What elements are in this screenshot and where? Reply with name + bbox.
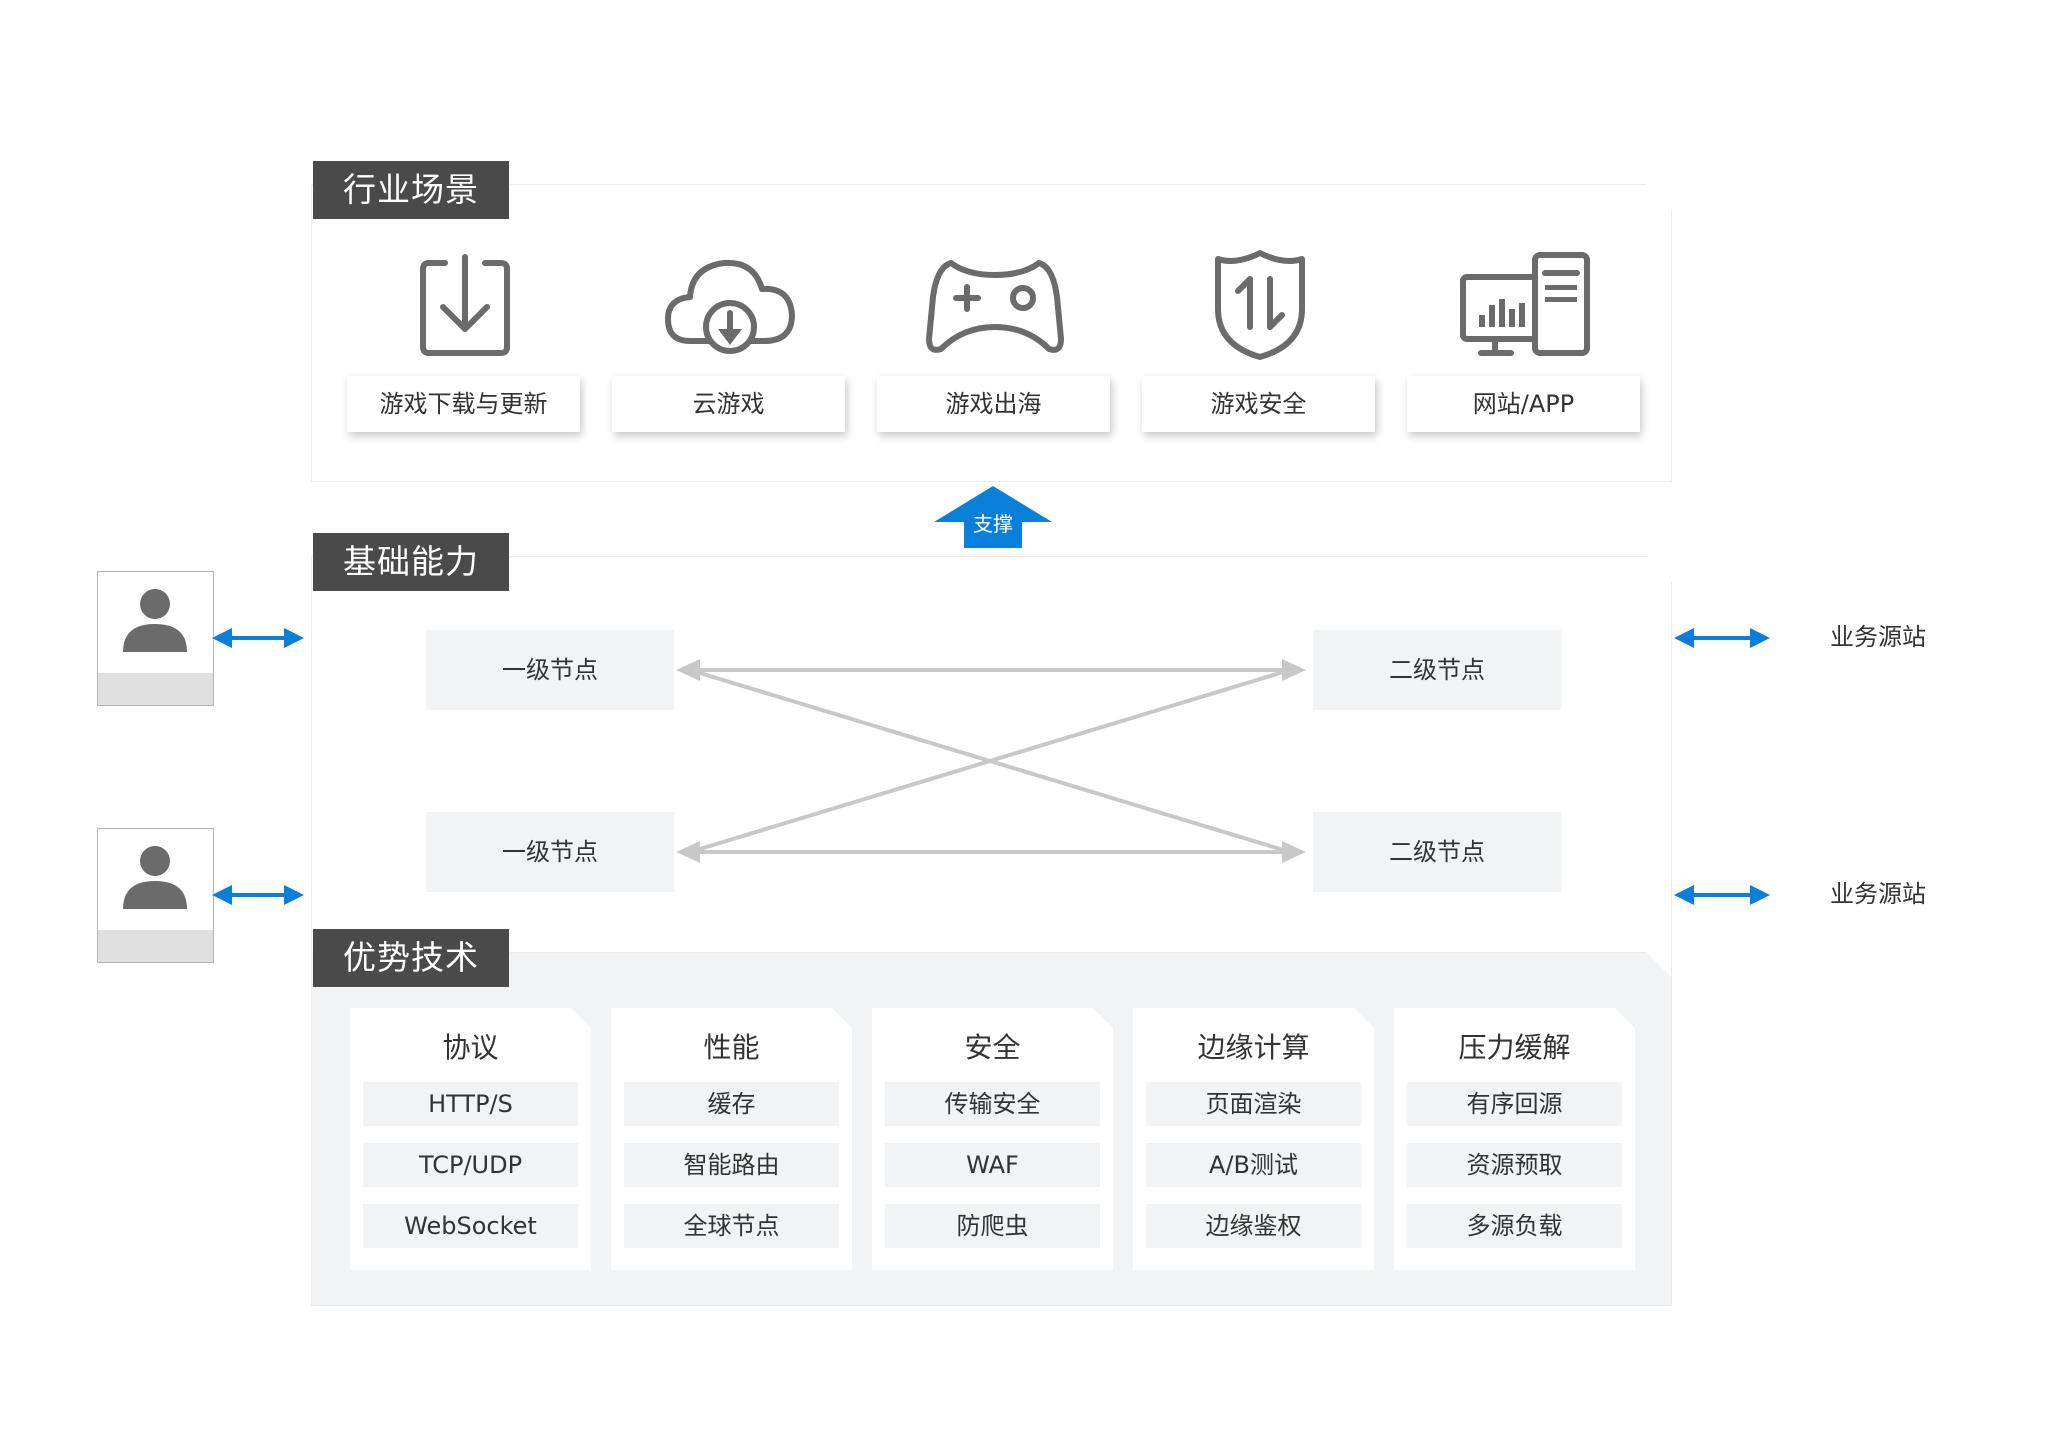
shield-icon (1215, 250, 1305, 360)
tech-title: 边缘计算 (1197, 1031, 1310, 1064)
tech-item: 智能路由 (624, 1143, 839, 1187)
capabilities-panel (311, 556, 1672, 978)
tech-title: 性能 (703, 1031, 760, 1064)
gamepad-icon (926, 260, 1064, 353)
tech-title: 压力缓解 (1458, 1031, 1571, 1064)
scenario-label-security: 游戏安全 (1142, 376, 1375, 432)
level2-node-bottom: 二级节点 (1313, 812, 1561, 892)
tech-card-pressure-relief: 压力缓解 有序回源 资源预取 多源负载 (1394, 1008, 1635, 1270)
tech-card-performance: 性能 缓存 智能路由 全球节点 (611, 1008, 852, 1270)
tech-item: HTTP/S (363, 1082, 578, 1126)
tech-card-edge-computing: 边缘计算 页面渲染 A/B测试 边缘鉴权 (1133, 1008, 1374, 1270)
support-arrow (934, 486, 1052, 548)
tech-card-protocol: 协议 HTTP/S TCP/UDP WebSocket (350, 1008, 591, 1270)
level2-node-top: 二级节点 (1313, 630, 1561, 710)
scenario-label-website-app: 网站/APP (1407, 376, 1640, 432)
tech-item: WebSocket (363, 1204, 578, 1248)
user-icon (123, 589, 187, 652)
scenarios-panel (311, 184, 1672, 482)
tech-item: 页面渲染 (1146, 1082, 1361, 1126)
origin-server-bottom: 业务源站 (1779, 845, 1977, 943)
scenario-label-overseas: 游戏出海 (877, 376, 1110, 432)
tech-item: 多源负载 (1407, 1204, 1622, 1248)
tech-item: 缓存 (624, 1082, 839, 1126)
tech-card-security: 安全 传输安全 WAF 防爬虫 (872, 1008, 1113, 1270)
level1-node-bottom: 一级节点 (426, 812, 674, 892)
website-app-icon (1460, 252, 1590, 356)
section-tag-capabilities: 基础能力 (313, 533, 509, 591)
tech-item: TCP/UDP (363, 1143, 578, 1187)
download-icon (420, 254, 510, 356)
tech-item: WAF (885, 1143, 1100, 1187)
scenario-label-cloud-gaming: 云游戏 (612, 376, 845, 432)
origin-server-top: 业务源站 (1779, 588, 1977, 686)
user-foot (98, 673, 213, 705)
tech-item: 有序回源 (1407, 1082, 1622, 1126)
section-tag-scenarios: 行业场景 (313, 161, 509, 219)
user-top (97, 571, 214, 706)
section-tag-technology: 优势技术 (313, 929, 509, 987)
support-label: 支撑 (973, 512, 1013, 536)
level1-node-top: 一级节点 (426, 630, 674, 710)
tech-item: 边缘鉴权 (1146, 1204, 1361, 1248)
tech-title: 协议 (442, 1031, 499, 1064)
tech-item: 传输安全 (885, 1082, 1100, 1126)
scenario-label-download: 游戏下载与更新 (347, 376, 580, 432)
cloud-download-icon (665, 259, 795, 354)
user-bottom (97, 828, 214, 963)
tech-item: 防爬虫 (885, 1204, 1100, 1248)
tech-item: A/B测试 (1146, 1143, 1361, 1187)
tech-item: 全球节点 (624, 1204, 839, 1248)
user-icon (123, 846, 187, 909)
tech-title: 安全 (964, 1031, 1021, 1064)
tech-item: 资源预取 (1407, 1143, 1622, 1187)
user-foot (98, 930, 213, 962)
